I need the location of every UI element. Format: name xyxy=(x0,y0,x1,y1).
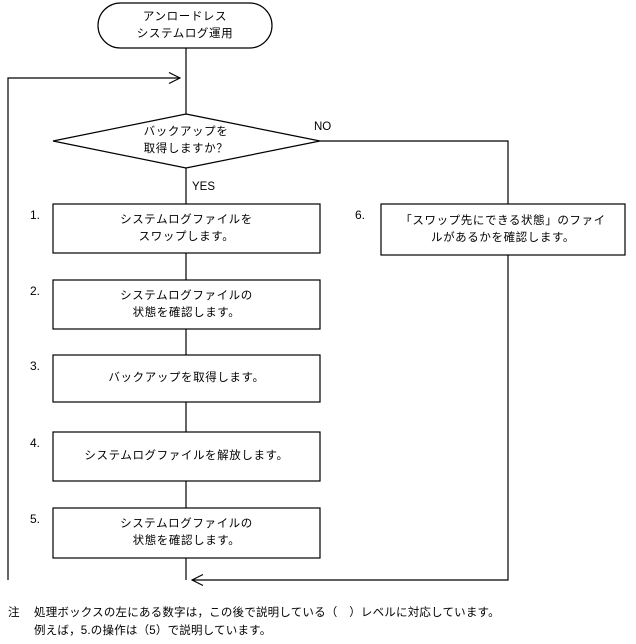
connector-loop-return xyxy=(7,78,180,580)
footnote: 注 処理ボックスの左にある数字は，この後で説明している（ ）レベルに対応していま… xyxy=(8,604,628,640)
step-number-2: 2. xyxy=(30,284,41,298)
terminator-label: アンロードレス システムログ運用 xyxy=(136,10,234,40)
connector-step6-to-merge xyxy=(192,255,509,580)
step-number-4: 4. xyxy=(30,436,41,450)
process-box-6 xyxy=(380,203,626,256)
decision-label: バックアップを 取得しますか？ xyxy=(143,126,229,155)
branch-label-no: NO xyxy=(314,121,332,133)
process-label-4: システムログファイルを解放します。 xyxy=(84,450,289,462)
step-number-3: 3. xyxy=(30,359,41,373)
process-label-6: 「スワップ先にできる状態」のファイ ルがあるかを確認します。 xyxy=(400,214,606,244)
process-label-1: システムログファイルを スワップします。 xyxy=(120,213,253,243)
process-label-2: システムログファイルの 状態を確認します。 xyxy=(120,289,253,319)
step-number-6: 6. xyxy=(355,208,366,222)
terminator-shape xyxy=(97,2,273,49)
footnote-marker: 注 xyxy=(8,607,20,619)
process-label-3: バックアップを取得します。 xyxy=(108,372,265,384)
connector-no-to-step6 xyxy=(320,140,509,204)
footnote-line-2: 例えば，5.の操作は（5）で説明しています。 xyxy=(34,625,272,637)
process-label-5: システムログファイルの 状態を確認します。 xyxy=(120,518,253,547)
step-number-1: 1. xyxy=(30,208,41,222)
process-box-1 xyxy=(52,203,321,254)
footnote-line-1: 処理ボックスの左にある数字は，この後で説明している（ ）レベルに対応しています。 xyxy=(34,607,500,619)
step-number-5: 5. xyxy=(30,512,41,526)
branch-label-yes: YES xyxy=(192,181,216,193)
